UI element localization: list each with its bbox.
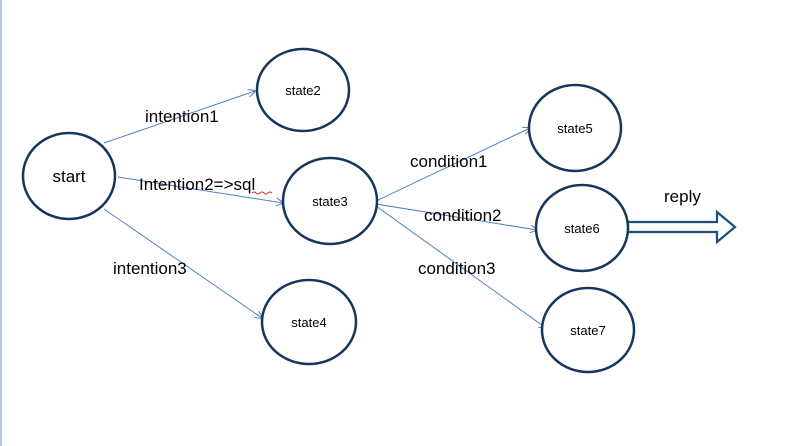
node-state6: state6 <box>534 183 630 273</box>
node-state7: state7 <box>540 286 636 374</box>
reply-arrow <box>626 209 737 245</box>
edge-label-condition3: condition3 <box>418 259 496 278</box>
node-start: start <box>21 131 117 221</box>
edge-start-state4 <box>103 208 262 318</box>
edge-state3-state7 <box>375 205 546 328</box>
node-state5-circle <box>527 83 623 173</box>
edge-start-state2 <box>103 91 255 144</box>
node-state3-label: state3 <box>312 194 347 209</box>
node-state7-label: state7 <box>570 323 605 338</box>
node-state3-circle <box>281 156 379 246</box>
node-state2: state2 <box>255 47 351 133</box>
edge-label-intention3: intention3 <box>113 259 187 278</box>
node-state5: state5 <box>527 83 623 173</box>
node-state4: state4 <box>260 278 358 366</box>
reply-label: reply <box>664 187 701 206</box>
node-state6-label: state6 <box>564 221 599 236</box>
node-start-label: start <box>52 167 85 186</box>
edge-label-condition1: condition1 <box>410 152 488 171</box>
node-state3: state3 <box>281 156 379 246</box>
edge-state3-state5 <box>375 128 530 202</box>
node-state4-label: state4 <box>291 315 326 330</box>
spellcheck-underline <box>251 191 273 195</box>
node-state5-label: state5 <box>557 121 592 136</box>
node-state6-circle <box>534 183 630 273</box>
edge-start-state3 <box>117 176 283 203</box>
node-state4-circle <box>260 278 358 366</box>
edge-label-intention2: Intention2=>sql <box>139 175 255 194</box>
node-state7-circle <box>540 286 636 374</box>
edge-state3-state6 <box>375 203 537 230</box>
node-state2-circle <box>255 47 351 133</box>
edge-label-condition2: condition2 <box>424 206 502 225</box>
edge-label-intention1: intention1 <box>145 107 219 126</box>
node-start-circle <box>21 131 117 221</box>
node-state2-label: state2 <box>285 83 320 98</box>
